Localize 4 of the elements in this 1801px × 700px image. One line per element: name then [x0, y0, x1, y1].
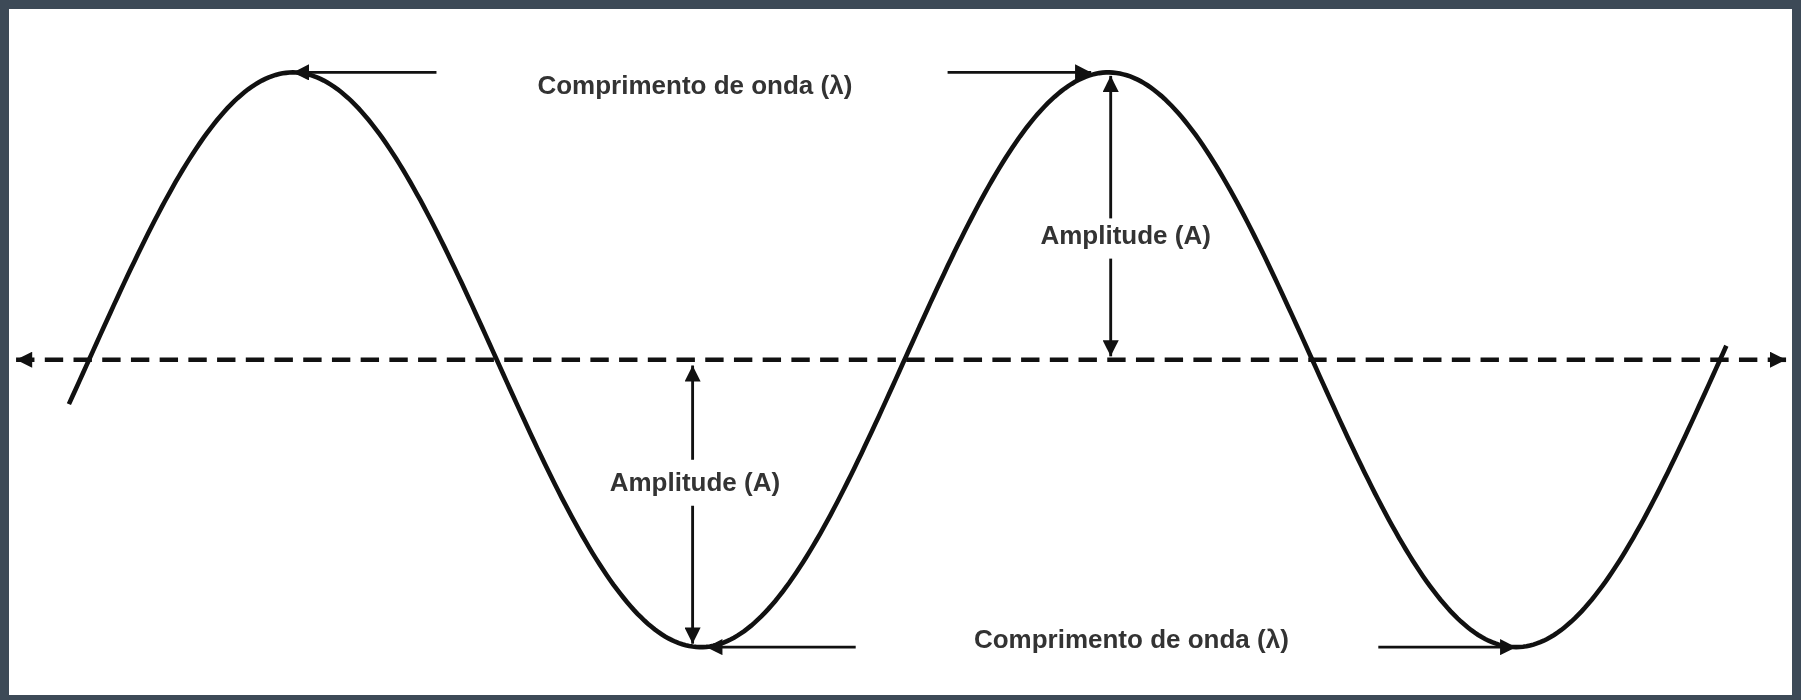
dimension-label: Comprimento de onda (λ) — [973, 623, 1289, 655]
dimension-label: Comprimento de onda (λ) — [537, 69, 853, 101]
dimension-label: Amplitude (A) — [609, 466, 781, 498]
dimension-label: Amplitude (A) — [1040, 219, 1211, 251]
